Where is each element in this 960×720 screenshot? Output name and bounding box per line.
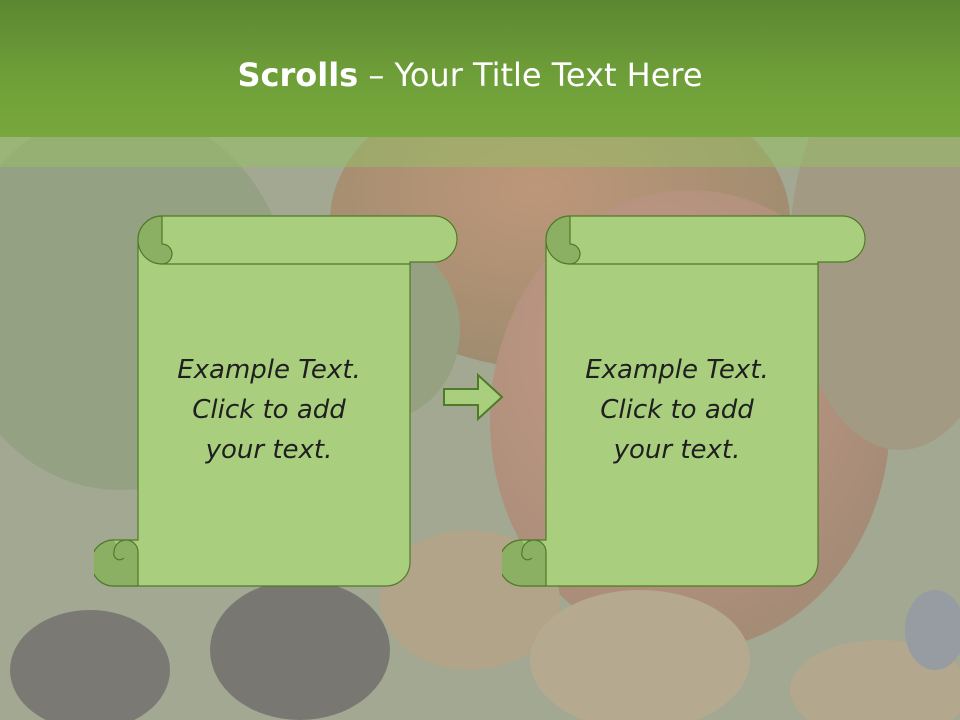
scroll-left-line2: Click to add	[192, 395, 346, 425]
scroll-text-left[interactable]: Example Text. Click to add your text.	[144, 350, 394, 470]
scroll-right[interactable]: Example Text. Click to add your text.	[502, 214, 868, 590]
title-rest: – Your Title Text Here	[358, 56, 703, 94]
title-bar	[0, 0, 960, 137]
title-strip	[0, 137, 960, 167]
scroll-left[interactable]: Example Text. Click to add your text.	[94, 214, 460, 590]
title-bold: Scrolls	[237, 56, 359, 94]
scroll-shape-left	[94, 215, 458, 587]
slide-title[interactable]: Scrolls – Your Title Text Here	[0, 52, 940, 98]
scroll-right-line1: Example Text.	[585, 355, 769, 385]
scroll-left-line1: Example Text.	[177, 355, 361, 385]
scroll-right-line3: your text.	[613, 435, 741, 465]
scroll-left-line3: your text.	[205, 435, 333, 465]
scroll-text-right[interactable]: Example Text. Click to add your text.	[552, 350, 802, 470]
scroll-right-line2: Click to add	[600, 395, 754, 425]
scroll-shape-right	[502, 215, 866, 587]
right-arrow-icon	[443, 372, 504, 422]
